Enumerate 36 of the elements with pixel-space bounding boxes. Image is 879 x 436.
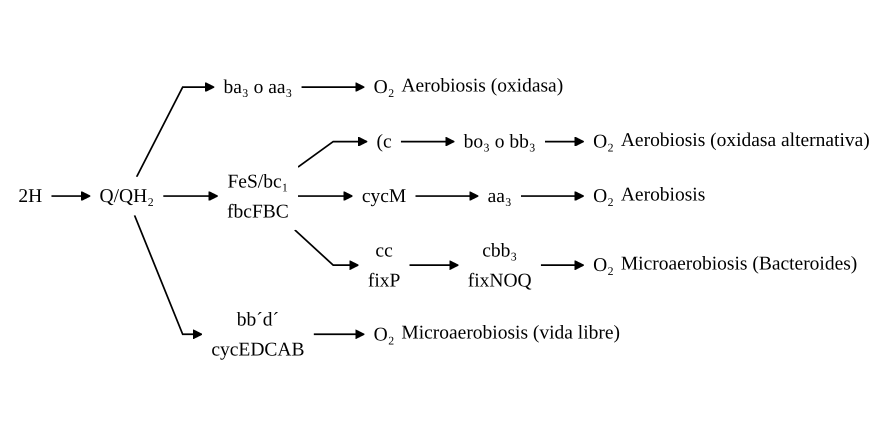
- node-text: ba₃ o aa₃: [224, 76, 292, 98]
- node-text: 2H: [18, 184, 42, 207]
- node-text: O₂: [593, 130, 614, 152]
- condition-label: Aerobiosis (oxidasa): [401, 76, 564, 97]
- arrow: [314, 329, 365, 340]
- condition-label: Aerobiosis: [620, 184, 706, 206]
- node-text: O₂: [593, 184, 614, 207]
- node-text: FeS/bc₁ fbcFBC: [227, 170, 289, 222]
- arrow: [410, 260, 460, 270]
- condition-label: Microaerobiosis (Bacteroides): [620, 254, 858, 275]
- arrow: [136, 82, 215, 178]
- node-text: Q/QH₂: [100, 184, 154, 207]
- arrow: [302, 82, 365, 92]
- node-text: cycM: [362, 184, 406, 207]
- arrow: [540, 260, 584, 270]
- node-text: O₂: [374, 76, 395, 98]
- arrow: [134, 214, 203, 340]
- node-text: aa₃: [488, 184, 512, 207]
- arrow: [544, 136, 584, 147]
- arrow: [298, 136, 368, 168]
- arrow: [520, 191, 584, 202]
- arrow: [400, 136, 455, 147]
- node-text: (c: [376, 130, 392, 152]
- node-text: bb´d´ cycEDCAB: [211, 308, 305, 360]
- arrow: [51, 191, 91, 202]
- condition-label: Microaerobiosis (vida libre): [401, 322, 620, 344]
- node-text: O₂: [374, 323, 395, 345]
- arrow: [294, 229, 360, 270]
- node-text: bo₃ o bb₃: [464, 130, 536, 152]
- condition-label: Aerobiosis (oxidasa alternativa): [620, 130, 870, 152]
- node-text: cbb₃ fixNOQ: [468, 239, 532, 290]
- arrow: [298, 191, 354, 202]
- arrow: [163, 191, 218, 202]
- arrow: [415, 191, 479, 202]
- node-text: cc fixP: [368, 239, 400, 290]
- node-text: O₂: [593, 254, 614, 276]
